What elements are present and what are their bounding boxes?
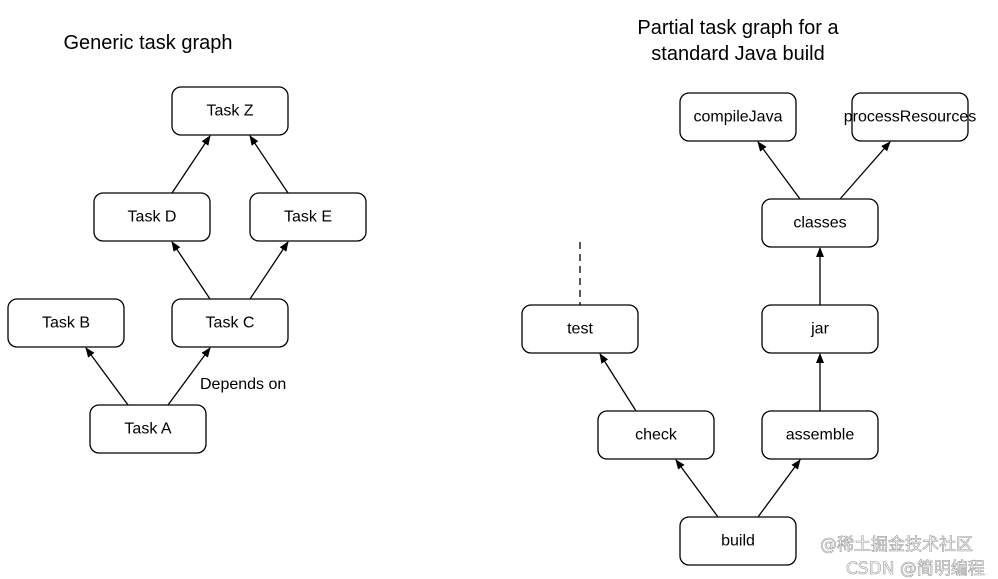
node-label: Task A: [124, 421, 171, 438]
arrow-classes-to-processResources: [839, 141, 891, 200]
node-label: processResources: [844, 109, 977, 126]
watermark-line1: @稀土掘金技术社区: [820, 535, 973, 555]
node-label: build: [721, 533, 755, 550]
node-box: [7, 298, 125, 348]
node-jar: jar: [761, 304, 879, 354]
node-processresources: processResources: [844, 92, 977, 142]
node-box: [851, 92, 969, 142]
node-classes: classes: [761, 198, 879, 248]
depends-on-label: Depends on: [200, 376, 286, 393]
node-assemble: assemble: [761, 410, 879, 460]
arrow-c-to-d: [171, 241, 211, 300]
node-label: Task D: [128, 209, 177, 226]
arrow-a-to-c: [167, 347, 211, 406]
node-test: test: [521, 304, 639, 354]
arrow-c-to-e: [249, 241, 289, 300]
node-box: [597, 410, 715, 460]
watermark: @稀土掘金技术社区 CSDN @简明编程: [820, 535, 985, 579]
node-label: classes: [793, 215, 846, 232]
node-box: [679, 92, 797, 142]
node-label: test: [567, 321, 593, 338]
arrow-classes-to-compileJava: [757, 141, 801, 200]
node-box: [171, 86, 289, 136]
java-graph-title-line2: standard Java build: [651, 43, 824, 65]
node-z: Task Z: [171, 86, 289, 136]
node-label: assemble: [786, 427, 855, 444]
node-e: Task E: [249, 192, 367, 242]
node-label: Task Z: [206, 103, 253, 120]
node-b: Task B: [7, 298, 125, 348]
generic-graph-title: Generic task graph: [64, 32, 233, 54]
node-compilejava: compileJava: [679, 92, 797, 142]
node-d: Task D: [93, 192, 211, 242]
arrow-build-to-check: [675, 459, 719, 518]
node-label: compileJava: [694, 109, 783, 126]
arrow-build-to-assemble: [757, 459, 801, 518]
node-box: [171, 298, 289, 348]
node-label: jar: [810, 321, 829, 338]
arrow-e-to-z: [249, 135, 289, 194]
node-box: [761, 304, 879, 354]
arrow-d-to-z: [171, 135, 211, 194]
node-label: Task B: [42, 315, 90, 332]
node-c: Task C: [171, 298, 289, 348]
node-box: [93, 192, 211, 242]
node-box: [89, 404, 207, 454]
node-box: [761, 410, 879, 460]
node-label: check: [635, 427, 678, 444]
watermark-line2: CSDN @简明编程: [846, 559, 985, 579]
node-box: [249, 192, 367, 242]
node-check: check: [597, 410, 715, 460]
node-a: Task A: [89, 404, 207, 454]
node-label: Task E: [284, 209, 332, 226]
node-box: [521, 304, 639, 354]
node-label: Task C: [206, 315, 255, 332]
java-graph-title-line1: Partial task graph for a: [637, 17, 839, 39]
node-box: [761, 198, 879, 248]
node-build: build: [679, 516, 797, 566]
node-box: [679, 516, 797, 566]
arrow-check-to-test: [599, 353, 637, 412]
arrow-a-to-b: [85, 347, 129, 406]
